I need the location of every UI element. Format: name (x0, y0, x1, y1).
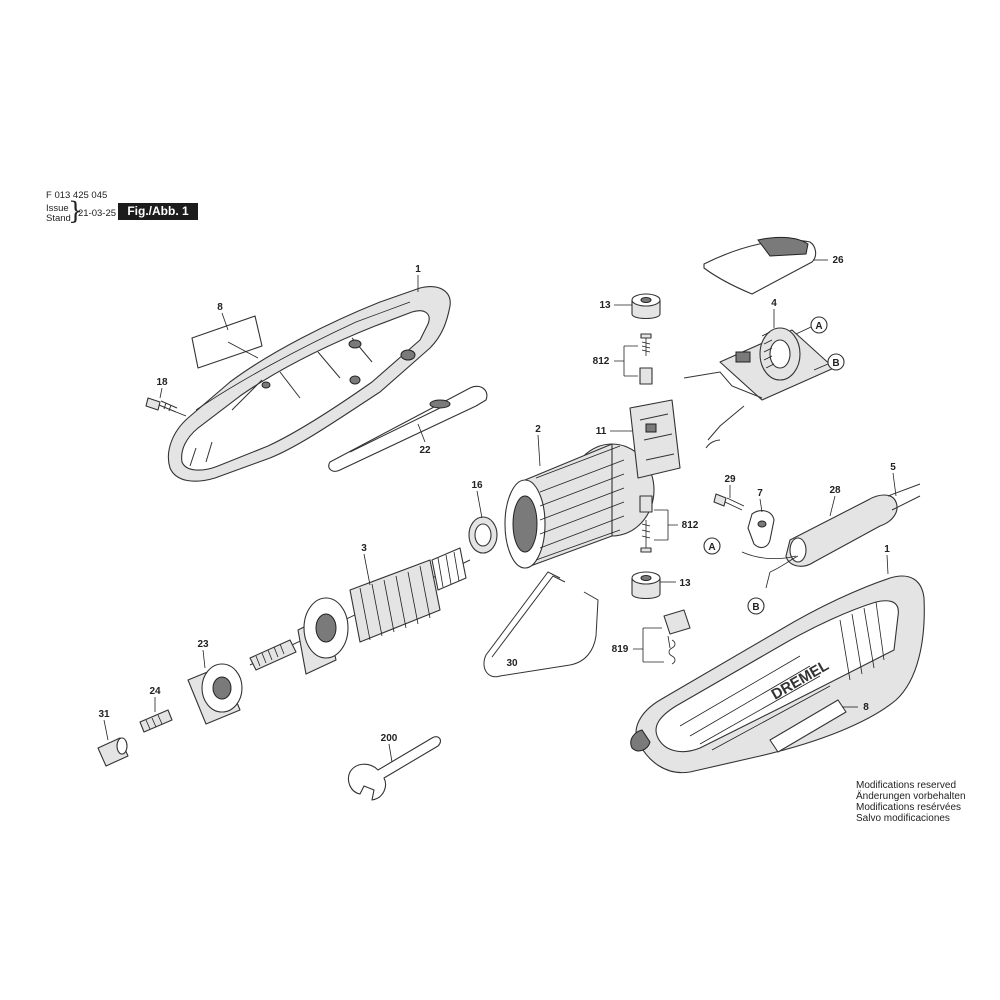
marker-a-top-label: A (815, 321, 822, 332)
armature-3 (249, 547, 471, 675)
figure-badge: Fig./Abb. 1 (118, 203, 198, 220)
callout-electronics: 4 (771, 298, 777, 309)
callout-switch-cover: 26 (832, 255, 844, 266)
brush-holder-11 (629, 399, 681, 479)
marker-b-bottom (747, 597, 765, 615)
marker-a-bottom-label: A (708, 542, 715, 553)
callout-bush-bottom: 13 (679, 578, 691, 589)
screw-18 (145, 397, 178, 413)
marker-b-top-label: B (832, 358, 839, 369)
callout-label-right: 8 (863, 702, 869, 713)
carbon-brush-bottom (639, 495, 653, 553)
callout-stator: 2 (535, 424, 541, 435)
callout-brush-top: 812 (593, 356, 610, 367)
callout-housing-left: 1 (415, 264, 421, 275)
bearing-23 (187, 663, 243, 725)
note-fr: Modifications resérvées (856, 802, 962, 813)
callout-armature: 3 (361, 543, 367, 554)
callout-screw-29: 29 (724, 474, 736, 485)
part-number: F 013 425 045 (46, 190, 108, 201)
callout-lock-button: 819 (612, 644, 629, 655)
ball-bearing-16 (468, 516, 498, 554)
callout-wrench: 200 (381, 733, 398, 744)
bush-bottom-13 (631, 571, 661, 600)
hanger-30 (483, 571, 599, 678)
label-plate-left (191, 315, 263, 369)
callout-collet-nut: 31 (98, 709, 110, 720)
note-es: Salvo modificaciones (856, 813, 950, 824)
callout-bush-top: 13 (599, 300, 611, 311)
screw-29 (713, 493, 745, 511)
marker-a-bottom (703, 537, 721, 555)
marker-b-top (827, 353, 845, 371)
switch-slider-22 (328, 385, 488, 472)
callout-cable-clamp: 7 (757, 488, 763, 499)
power-cord-5 (741, 483, 921, 589)
carbon-brush-top (639, 333, 653, 385)
cord-sleeve-28 (785, 494, 898, 567)
issue-label: Issue (46, 203, 69, 214)
issue-date: 21-03-25 (78, 208, 117, 219)
label-plate-right (769, 699, 847, 753)
note-de: Änderungen vorbehalten (856, 791, 966, 802)
electronics-module-4 (683, 327, 835, 449)
marker-a-top (810, 316, 828, 334)
note-en: Modifications reserved (856, 780, 957, 791)
housing-assembled-right: DREMEL (630, 575, 925, 774)
callout-brush-holder: 11 (596, 426, 607, 437)
stator-2 (504, 443, 655, 569)
callout-switch-slider: 22 (419, 445, 431, 456)
callout-bearing-16: 16 (471, 480, 483, 491)
marker-b-bottom-label: B (752, 602, 759, 613)
stand-label: Stand (46, 213, 71, 224)
callout-collet: 24 (149, 686, 161, 697)
cable-clamp-7 (747, 510, 775, 549)
wrench-200 (347, 736, 441, 801)
callout-cord-sleeve: 28 (829, 485, 841, 496)
callout-brush-bottom: 812 (682, 520, 699, 531)
callout-label-left: 8 (217, 302, 223, 313)
collet-nut-31 (97, 737, 129, 767)
modifications-notes: Modifications reserved Änderungen vorbeh… (856, 780, 966, 824)
brace-glyph: } (68, 197, 84, 225)
lock-button-819 (663, 609, 691, 665)
callout-housing-right: 1 (884, 544, 890, 555)
bush-top-13 (631, 293, 661, 320)
callout-screw-18: 18 (156, 377, 168, 388)
housing-half-left (167, 286, 451, 482)
callout-hanger: 30 (506, 658, 518, 669)
callout-power-cord: 5 (890, 462, 896, 473)
switch-cover-26 (703, 236, 817, 295)
collet-24 (139, 709, 173, 733)
callout-bearing-23: 23 (197, 639, 209, 650)
